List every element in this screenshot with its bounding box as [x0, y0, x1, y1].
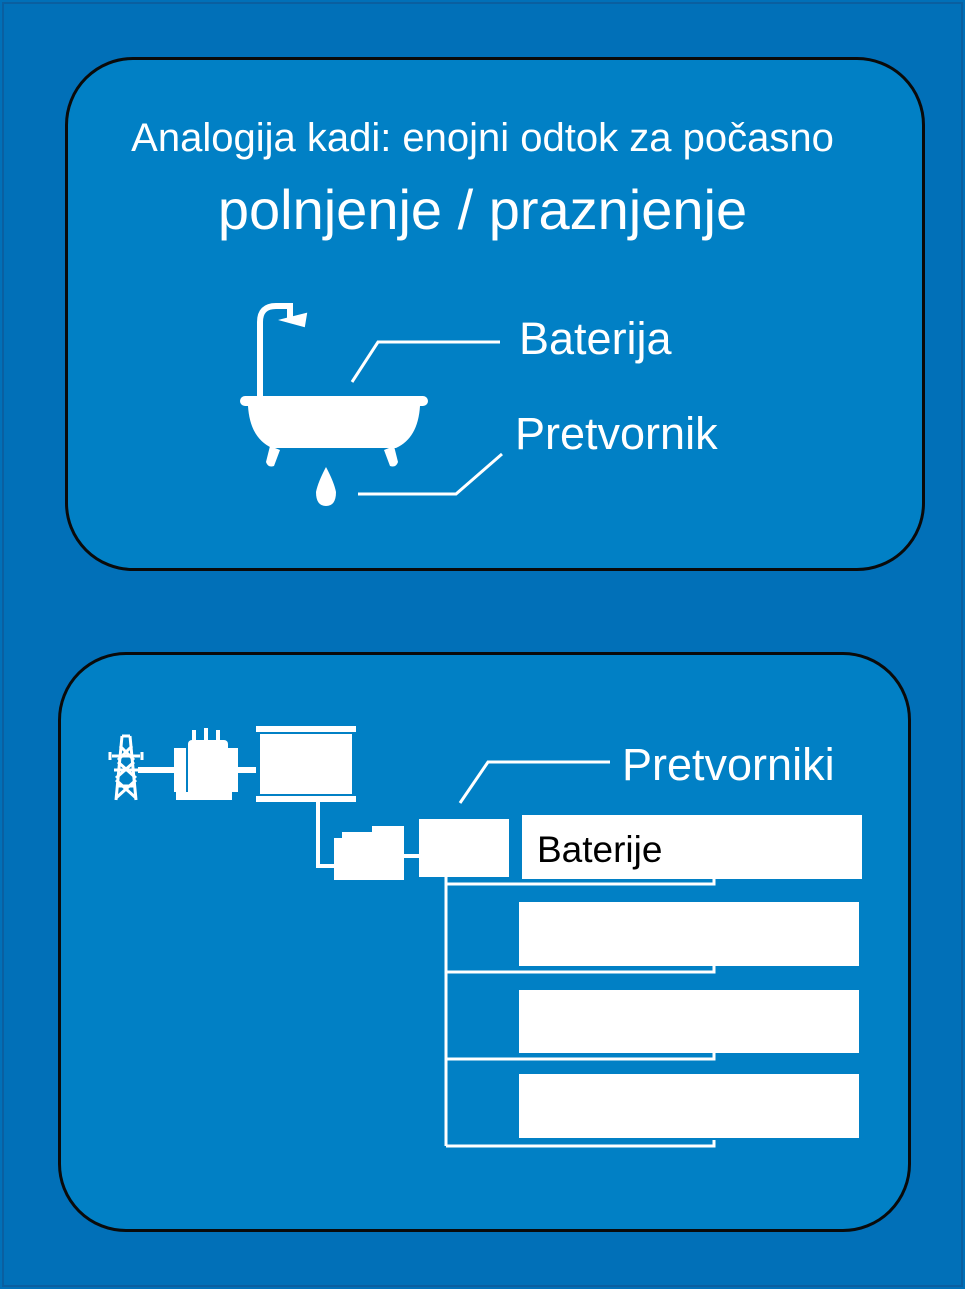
- converter-box-icon: [419, 819, 509, 877]
- battery-box-4: [519, 1074, 859, 1138]
- battery-box-1-label: Baterije: [537, 829, 663, 870]
- converters-leader-line: [458, 760, 610, 804]
- converter-stack-icon: [334, 826, 404, 880]
- battery-leader-line: [350, 340, 500, 383]
- bathtub-analogy-panel: [65, 57, 925, 571]
- battery-box-1: [522, 815, 862, 879]
- transmission-tower-icon: [108, 734, 144, 801]
- substation-icon: [256, 726, 356, 802]
- battery-box-3: [519, 990, 859, 1053]
- converter-leader-line: [358, 452, 503, 496]
- converters-label: Pretvorniki: [622, 739, 835, 790]
- bathtub-icon: [240, 396, 428, 467]
- power-system-panel: [58, 652, 911, 1232]
- water-drop-icon: [316, 467, 336, 506]
- transformer-icon: [174, 728, 238, 800]
- converter-label: Pretvornik: [515, 408, 718, 459]
- battery-box-2: [519, 902, 859, 966]
- title-line-1: Analogija kadi: enojni odtok za počasno: [131, 116, 834, 160]
- title-line-2: polnjenje / praznjenje: [217, 178, 748, 241]
- battery-bus-lines: [444, 877, 716, 1148]
- battery-label: Baterija: [519, 313, 672, 364]
- shower-icon: [257, 303, 308, 401]
